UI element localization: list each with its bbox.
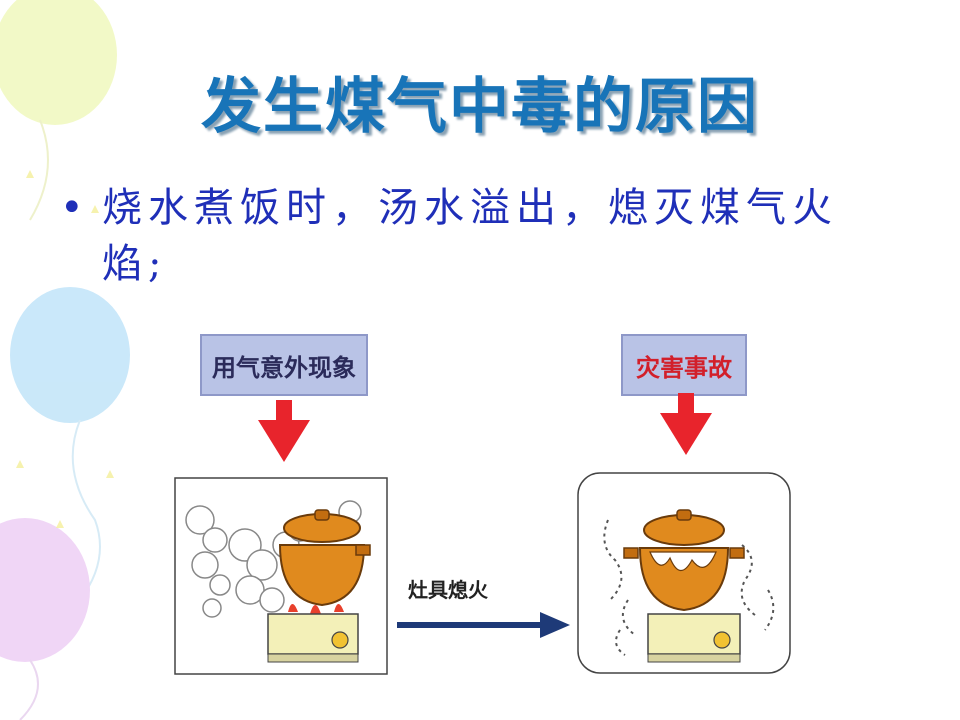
pot-icon xyxy=(623,509,745,612)
bullet-marker: • xyxy=(60,185,84,231)
stove-icon xyxy=(267,613,359,663)
down-arrow-left xyxy=(258,400,310,462)
purple-balloon xyxy=(0,518,90,662)
disaster-label: 灾害事故 xyxy=(621,334,747,396)
flame-icon xyxy=(288,604,344,614)
right-arrow xyxy=(397,612,570,638)
yellow-balloon xyxy=(0,0,117,125)
stove-icon xyxy=(647,613,741,663)
blue-balloon xyxy=(10,287,130,423)
gas-accident-label: 用气意外现象 xyxy=(200,334,368,396)
flame-out-label: 灶具熄火 xyxy=(408,578,488,602)
pot-icon xyxy=(278,509,371,607)
down-arrow-right xyxy=(660,393,712,455)
bullet-text: 烧水煮饭时，汤水溢出，熄灭煤气火焰; xyxy=(102,185,838,287)
slide-title: 发生煤气中毒的原因 xyxy=(201,72,759,142)
gas-leak-icon xyxy=(603,519,775,656)
